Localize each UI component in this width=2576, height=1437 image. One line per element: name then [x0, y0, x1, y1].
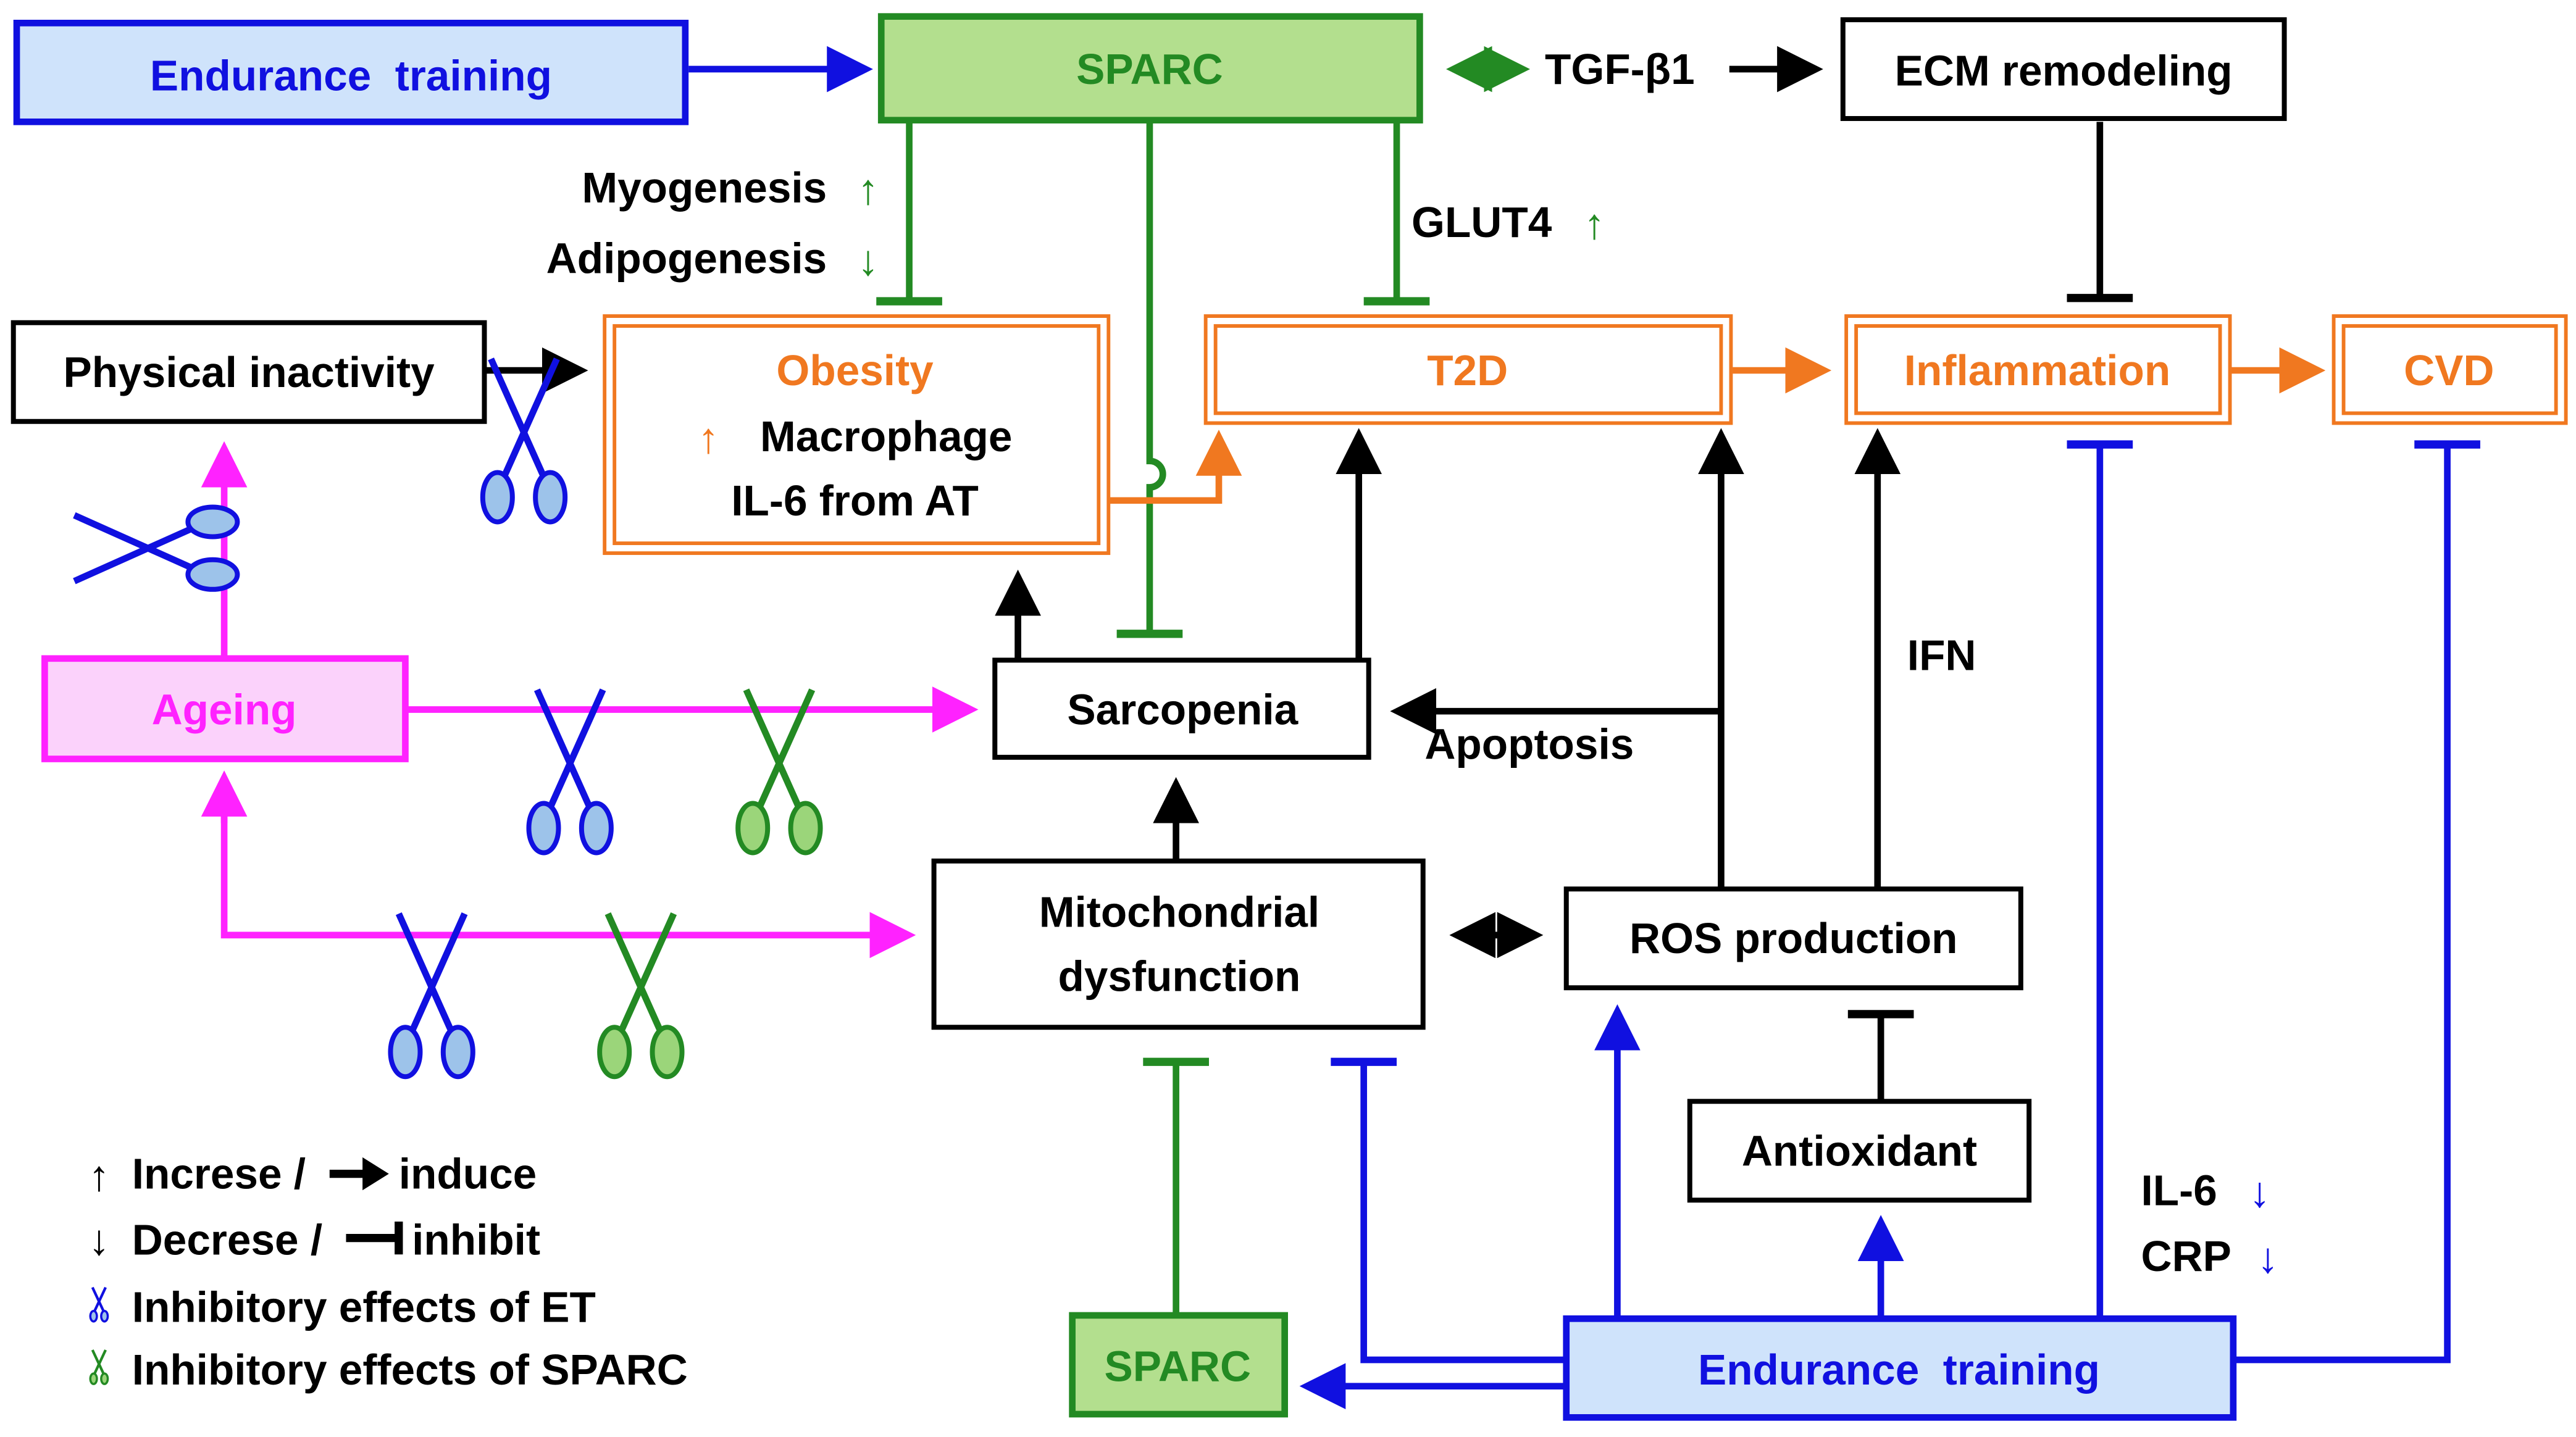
- scissor-icon-sparc-ageing-sarcopenia: [738, 689, 820, 852]
- box-t2d: [1203, 314, 1733, 425]
- box-ecm-remodeling: [1840, 17, 2287, 122]
- legend-line4: Inhibitory effects of SPARC: [132, 1346, 688, 1394]
- inhibit-et-to-cvd: [2233, 444, 2451, 1364]
- boxes: Endurance training SPARC ECM remodeling …: [10, 13, 2568, 1421]
- legend-line2-b: inhibit: [412, 1215, 540, 1264]
- legend-line1-b: induce: [399, 1150, 537, 1198]
- legend-green-scissor-icon: [90, 1350, 107, 1384]
- inhibit-et-to-mito: [1360, 1062, 1565, 1364]
- label-il6: IL-6: [2141, 1166, 2217, 1214]
- legend-line2-a: Decrese /: [132, 1215, 322, 1264]
- box-inflammation-inner: [1854, 324, 2222, 415]
- label-sarcopenia: Sarcopenia: [1067, 686, 1298, 734]
- arrow-ageing-to-mito: [220, 786, 916, 959]
- box-physical-inactivity: [10, 320, 487, 424]
- label-sparc-bottom: SPARC: [1105, 1343, 1252, 1391]
- legend-down-arrow-icon: ↓: [88, 1215, 110, 1264]
- box-obesity: [603, 314, 1111, 556]
- label-apoptosis: Apoptosis: [1424, 720, 1634, 768]
- up-arrow-glut4: ↑: [1584, 200, 1605, 248]
- box-sparc-top: [877, 13, 1423, 124]
- label-inflammation: Inflammation: [1904, 346, 2170, 394]
- legend-induce-arrow-icon: [329, 1157, 389, 1191]
- annotations: TGF-β1 Myogenesis ↑ Adipogenesis ↓ GLUT4…: [546, 45, 2279, 1282]
- label-mito-line1: Mitochondrial: [1039, 888, 1319, 936]
- label-antioxidant: Antioxidant: [1742, 1127, 1977, 1175]
- down-arrow-adipogenesis: ↓: [858, 236, 879, 284]
- box-cvd: [2331, 314, 2568, 425]
- label-ifn: IFN: [1907, 631, 1976, 679]
- inhibit-sparc-to-sarcopenia: [1146, 122, 1166, 634]
- box-sarcopenia: [992, 657, 1371, 760]
- box-antioxidant: [1687, 1099, 2032, 1203]
- legend-line1-a: Increse /: [132, 1150, 306, 1198]
- legend-inhibit-bar-icon: [346, 1221, 403, 1255]
- label-endurance-training-top: Endurance training: [150, 52, 552, 100]
- label-crp: CRP: [2141, 1232, 2231, 1280]
- up-arrow-macrophage: ↑: [698, 414, 719, 462]
- box-endurance-training-top: [13, 20, 689, 125]
- label-il6-from-at: IL-6 from AT: [731, 477, 979, 525]
- label-mito-line2: dysfunction: [1058, 952, 1301, 1001]
- box-mitochondrial-dysfunction: [931, 858, 1426, 1030]
- down-arrow-crp: ↓: [2257, 1234, 2279, 1282]
- box-cvd-inner: [2341, 324, 2558, 415]
- label-ecm-remodeling: ECM remodeling: [1895, 47, 2233, 95]
- label-adipogenesis: Adipogenesis: [546, 235, 827, 283]
- label-sparc-top: SPARC: [1076, 45, 1223, 93]
- box-inflammation: [1844, 314, 2232, 425]
- box-obesity-inner: [613, 324, 1101, 546]
- legend: ↑ Increse / induce ↓ Decrese / inhibit I…: [88, 1150, 688, 1394]
- down-arrow-il6: ↓: [2249, 1168, 2270, 1216]
- box-t2d-inner: [1213, 324, 1723, 415]
- legend-line3: Inhibitory effects of ET: [132, 1283, 596, 1331]
- scissor-icon-et-inactivity: [483, 359, 565, 522]
- label-endurance-training-bottom: Endurance training: [1698, 1346, 2100, 1394]
- scissor-icon-et-ageing-sarcopenia: [529, 689, 611, 852]
- label-ageing: Ageing: [152, 686, 297, 734]
- label-ros-production: ROS production: [1629, 914, 1957, 962]
- label-glut4: GLUT4: [1411, 198, 1552, 246]
- legend-blue-scissor-icon: [90, 1288, 107, 1322]
- up-arrow-myogenesis: ↑: [858, 165, 879, 214]
- box-ros-production: [1563, 886, 2023, 991]
- label-obesity: Obesity: [776, 346, 934, 394]
- label-tgf-beta1: TGF-β1: [1545, 45, 1695, 93]
- box-endurance-training-bottom: [1563, 1315, 2237, 1421]
- label-physical-inactivity: Physical inactivity: [64, 348, 435, 396]
- legend-up-arrow-icon: ↑: [88, 1151, 110, 1199]
- box-ageing: [41, 655, 409, 762]
- label-myogenesis: Myogenesis: [582, 164, 827, 212]
- label-macrophage: Macrophage: [760, 412, 1012, 460]
- box-sparc-bottom: [1069, 1312, 1289, 1418]
- label-t2d: T2D: [1427, 346, 1508, 394]
- scissor-icon-et-ageing-inactivity: [74, 507, 237, 589]
- connectors: [201, 46, 2480, 1409]
- label-cvd: CVD: [2404, 346, 2494, 394]
